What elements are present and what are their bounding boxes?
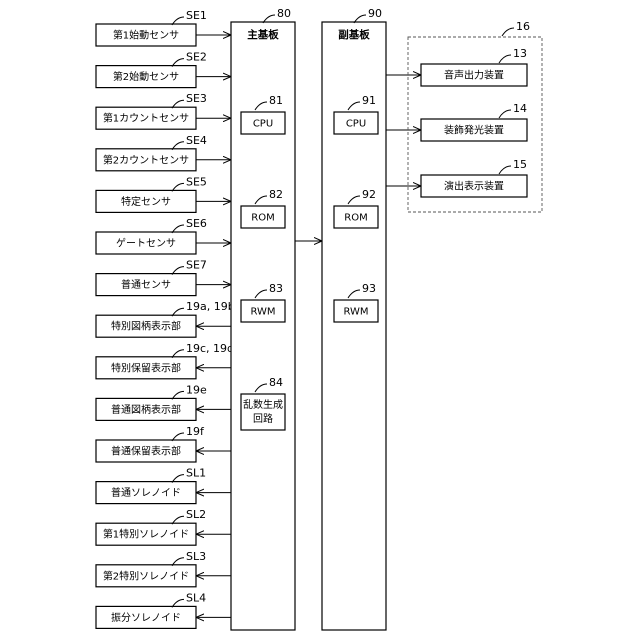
- device-14-ref-leader: [499, 110, 511, 118]
- output-2-ref-callout: 19c, 19d: [172, 342, 234, 358]
- output-3-label: 普通図柄表示部: [111, 403, 181, 416]
- device-13-ref-callout: 13: [499, 47, 527, 63]
- sensor-5-ref-callout: SE5: [172, 175, 207, 191]
- device-group-ref-callout: 16: [502, 20, 530, 36]
- output-6-ref: SL2: [186, 508, 206, 521]
- device-group-ref-leader: [502, 28, 514, 36]
- output-1-label: 特別図柄表示部: [111, 320, 181, 333]
- sensor-2-ref-callout: SE2: [172, 51, 207, 67]
- main-board-comp-81-ref: 81: [269, 94, 283, 107]
- output-4-ref: 19f: [186, 425, 205, 438]
- sensor-2-ref: SE2: [186, 51, 207, 64]
- output-4-ref-callout: 19f: [172, 425, 205, 441]
- output-7-ref-callout: SL3: [172, 550, 206, 566]
- output-2-ref: 19c, 19d: [186, 342, 234, 355]
- sensor-6-ref: SE6: [186, 217, 207, 230]
- output-6-ref-callout: SL2: [172, 508, 206, 524]
- sub-board-title: 副基板: [338, 28, 370, 41]
- device-14-label: 装飾発光装置: [444, 124, 504, 137]
- main-board-comp-81-label: CPU: [253, 119, 273, 130]
- output-2-label: 特別保留表示部: [111, 361, 181, 374]
- output-4-label: 普通保留表示部: [111, 445, 181, 458]
- device-13-label: 音声出力装置: [444, 69, 504, 82]
- sub-board-comp-91-label: CPU: [346, 119, 366, 130]
- main-board-comp-83-label: RWM: [250, 307, 275, 318]
- sensor-1-ref: SE1: [186, 9, 207, 22]
- device-14-ref: 14: [513, 102, 527, 115]
- sensor-6-label: ゲートセンサ: [116, 238, 176, 250]
- sensor-2-label: 第2始動センサ: [113, 70, 179, 83]
- device-13-ref-leader: [499, 55, 511, 63]
- sensor-7-ref: SE7: [186, 259, 207, 272]
- sensor-4-ref-callout: SE4: [172, 134, 207, 150]
- output-3-ref: 19e: [186, 383, 207, 396]
- sub-board-comp-93-label: RWM: [343, 307, 368, 318]
- main-board-comp-84-ref: 84: [269, 376, 283, 389]
- main-board-comp-82-ref: 82: [269, 188, 283, 201]
- device-15-label: 演出表示装置: [444, 180, 504, 193]
- sub-board-comp-92-label: ROM: [344, 213, 367, 224]
- sensor-3-label: 第1カウントセンサ: [103, 112, 189, 125]
- output-8-ref-callout: SL4: [172, 591, 206, 607]
- device-15-ref-callout: 15: [499, 158, 527, 174]
- sensor-1-label: 第1始動センサ: [113, 29, 179, 42]
- device-15-ref: 15: [513, 158, 527, 171]
- block-layer: 第1始動センサ SE1 第2始動センサ SE2 第1カウントセンサ SE3 第2カウントセン…: [96, 7, 542, 630]
- output-6-label: 第1特別ソレノイド: [103, 528, 189, 541]
- sensor-4-ref: SE4: [186, 134, 207, 147]
- main-board-comp-84-label-line2: 回路: [253, 412, 273, 425]
- output-8-ref: SL4: [186, 591, 206, 604]
- connector-layer: [196, 35, 421, 617]
- device-15-ref-leader: [499, 166, 511, 174]
- sensor-7-ref-callout: SE7: [172, 259, 207, 275]
- sensor-5-label: 特定センサ: [121, 195, 171, 208]
- sensor-3-ref-callout: SE3: [172, 92, 207, 108]
- output-3-ref-callout: 19e: [172, 383, 207, 399]
- sensor-1-ref-callout: SE1: [172, 9, 207, 25]
- device-14-ref-callout: 14: [499, 102, 527, 118]
- output-1-ref: 19a, 19b: [186, 300, 235, 313]
- main-board-comp-83-ref: 83: [269, 282, 283, 295]
- output-5-ref: SL1: [186, 467, 206, 480]
- device-13-ref: 13: [513, 47, 527, 60]
- sub-board-comp-91-ref: 91: [362, 94, 376, 107]
- device-group-ref: 16: [516, 20, 530, 33]
- main-board-ref: 80: [277, 7, 291, 20]
- sensor-6-ref-callout: SE6: [172, 217, 207, 233]
- sub-board-comp-92-ref: 92: [362, 188, 376, 201]
- sensor-3-ref: SE3: [186, 92, 207, 105]
- output-8-label: 振分ソレノイド: [111, 611, 181, 624]
- output-1-ref-callout: 19a, 19b: [172, 300, 235, 316]
- sensor-7-label: 普通センサ: [121, 278, 171, 291]
- sensor-5-ref: SE5: [186, 175, 207, 188]
- output-5-label: 普通ソレノイド: [111, 486, 181, 499]
- output-7-ref: SL3: [186, 550, 206, 563]
- sensor-4-label: 第2カウントセンサ: [103, 153, 189, 166]
- output-5-ref-callout: SL1: [172, 467, 206, 483]
- sub-board-ref-callout: 90: [354, 7, 382, 23]
- main-board-comp-82-label: ROM: [251, 213, 274, 224]
- sub-board-comp-93-ref: 93: [362, 282, 376, 295]
- output-7-label: 第2特別ソレノイド: [103, 569, 189, 582]
- sub-board-ref: 90: [368, 7, 382, 20]
- main-board-title: 主基板: [247, 28, 279, 41]
- main-board-comp-84-label: 乱数生成: [243, 398, 283, 411]
- main-board-ref-callout: 80: [263, 7, 291, 23]
